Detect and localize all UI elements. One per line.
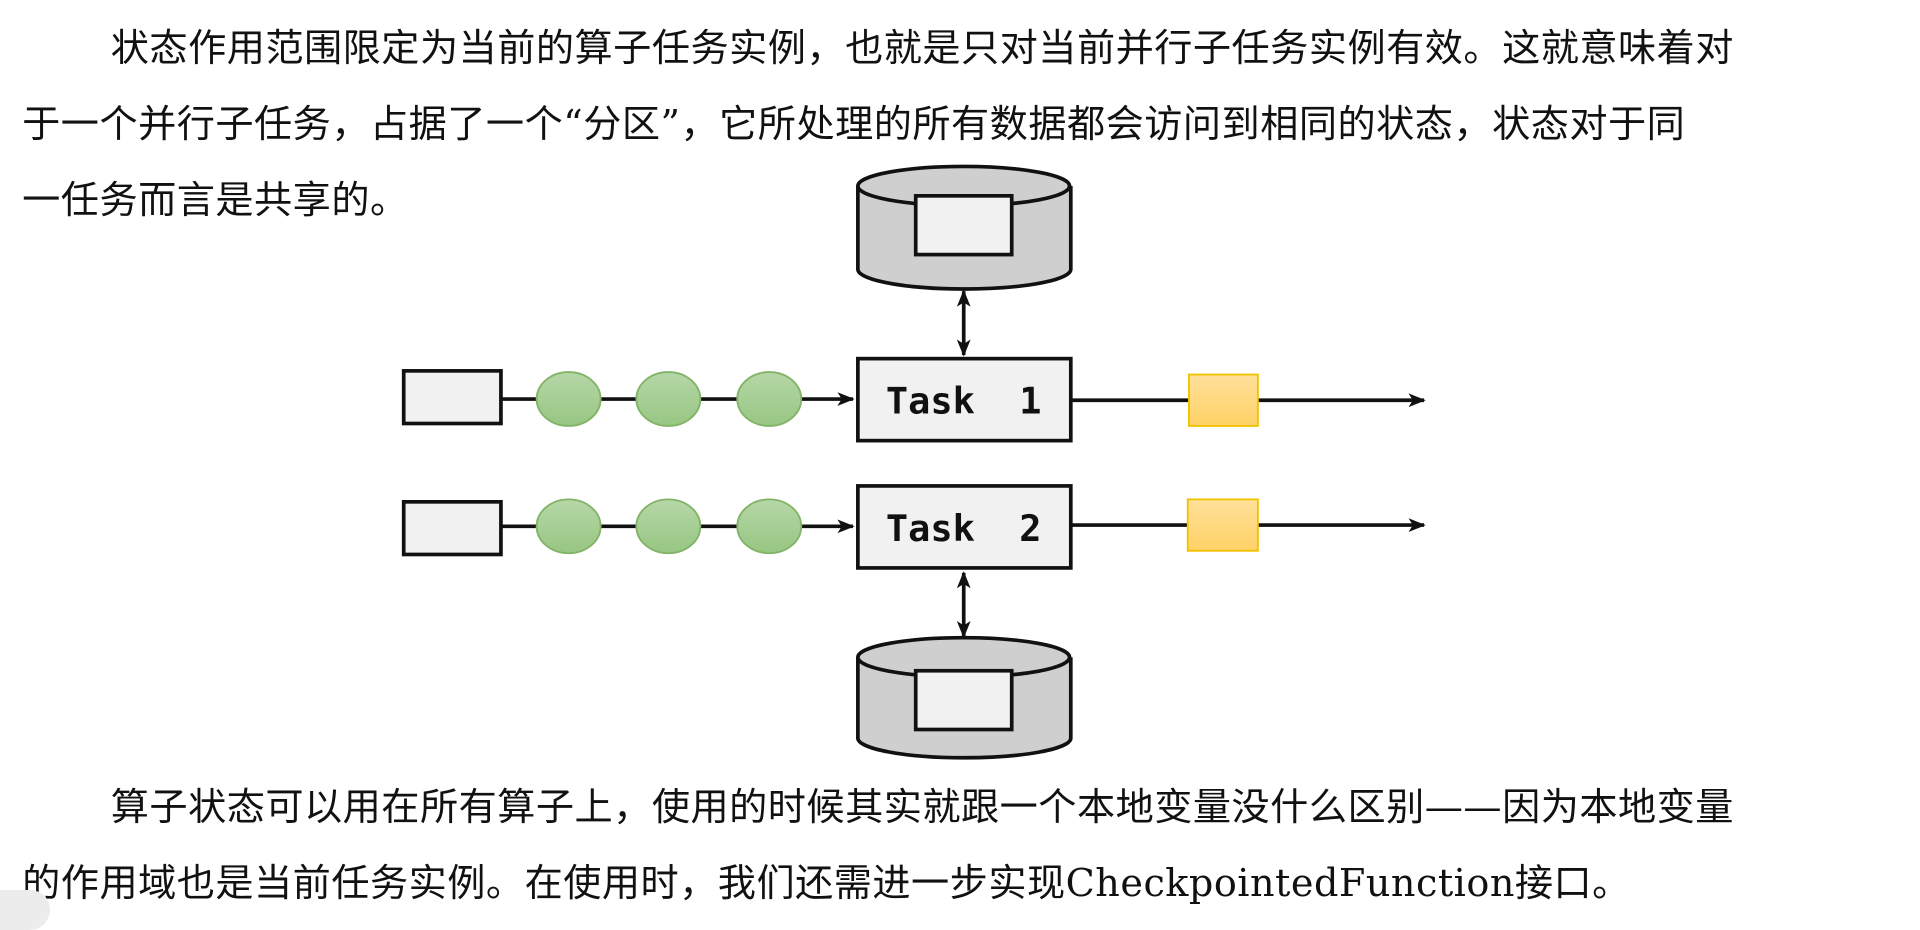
- state-store-task-1: [856, 164, 1073, 291]
- input-event: [635, 371, 702, 427]
- state-icon: [913, 194, 1014, 257]
- paragraph-1-line-2: 于一个并行子任务，占据了一个“分区”，它所处理的所有数据都会访问到相同的状态，状…: [22, 102, 1686, 147]
- document-page: 状态作用范围限定为当前的算子任务实例，也就是只对当前并行子任务实例有效。这就意味…: [22, 26, 1734, 906]
- paragraph-2-line-2: 的作用域也是当前任务实例。在使用时，我们还需进一步实现CheckpointedF…: [22, 861, 1631, 906]
- source-box: [401, 369, 503, 426]
- stream-row-2: Task 2: [401, 484, 1426, 570]
- input-event: [635, 498, 702, 555]
- operator-state-diagram: Task 1 Task 2: [401, 164, 1426, 760]
- paragraph-1-line-3: 一任务而言是共享的。: [22, 178, 409, 223]
- output-event: [1188, 373, 1259, 427]
- state-store-task-2: [856, 635, 1073, 760]
- input-event: [535, 371, 602, 427]
- input-event: [535, 498, 602, 555]
- task-box-2: [856, 484, 1073, 570]
- page-corner-shadow: [0, 890, 50, 930]
- stream-row-1: Task 1: [401, 356, 1426, 443]
- state-icon: [913, 668, 1014, 732]
- task-label-2: Task 2: [886, 507, 1042, 550]
- paragraph-1-line-1: 状态作用范围限定为当前的算子任务实例，也就是只对当前并行子任务实例有效。这就意味…: [110, 26, 1734, 71]
- paragraph-2-line-1: 算子状态可以用在所有算子上，使用的时候其实就跟一个本地变量没什么区别——因为本地…: [110, 785, 1734, 830]
- task-label-1: Task 1: [886, 380, 1042, 423]
- source-box: [401, 500, 503, 557]
- output-event: [1186, 498, 1259, 552]
- input-event: [736, 498, 803, 555]
- input-event: [736, 371, 803, 427]
